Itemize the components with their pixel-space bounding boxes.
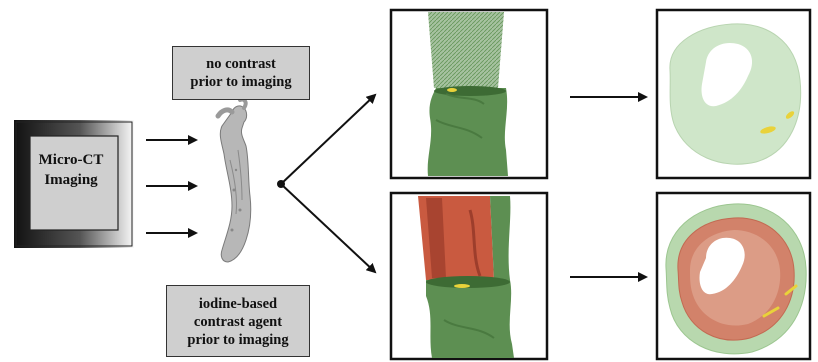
scan-arrows (146, 140, 196, 233)
iodine-line2: contrast agent (167, 313, 309, 331)
panel-3d-no-contrast (391, 10, 547, 178)
branch-arrow-down (281, 184, 375, 272)
iodine-line1: iodine-based (167, 295, 309, 313)
iodine-contrast-label: iodine-based contrast agent prior to ima… (166, 285, 310, 357)
vessel-render (218, 99, 251, 262)
calcification-deposit (447, 88, 457, 92)
section-arrows (570, 97, 646, 277)
micro-ct-label-line1: Micro-CT (26, 150, 116, 170)
iodine-line3: prior to imaging (167, 331, 309, 349)
micro-ct-label-line2: Imaging (26, 170, 116, 190)
calcification-deposit-contrast (454, 284, 470, 288)
cross-section-no-contrast (657, 10, 810, 178)
branch-arrow-up (281, 95, 375, 184)
no-contrast-label: no contrast prior to imaging (172, 46, 310, 100)
micro-ct-label: Micro-CT Imaging (26, 150, 116, 190)
panel-3d-iodine-contrast (391, 193, 547, 359)
branch-arrows (277, 95, 375, 272)
no-contrast-line1: no contrast (173, 55, 309, 73)
cross-section-iodine-contrast (657, 193, 810, 359)
no-contrast-line2: prior to imaging (173, 73, 309, 91)
